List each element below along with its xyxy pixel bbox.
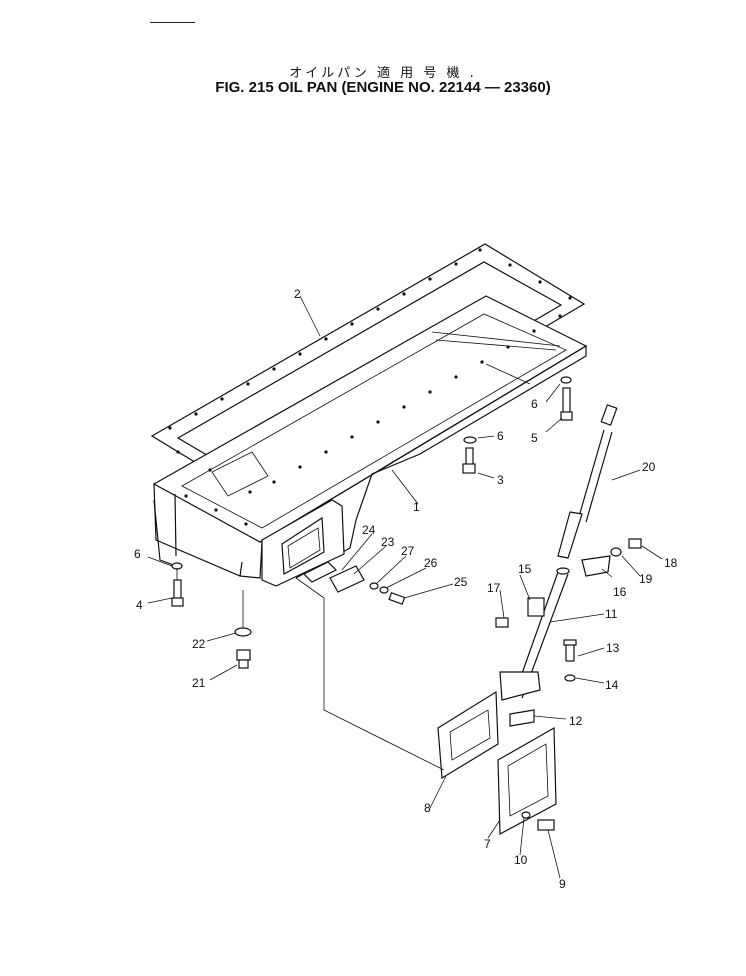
callout: 2 — [294, 287, 301, 301]
callout-leaders — [147, 295, 663, 879]
guide-tube-11 — [499, 567, 570, 701]
bolt-18 — [628, 538, 642, 549]
callout: 25 — [454, 575, 468, 589]
callout: 27 — [401, 544, 415, 558]
callout: 1 — [413, 500, 420, 514]
callout: 13 — [606, 641, 620, 655]
oil-pan-body — [152, 295, 588, 587]
bolt-17 — [495, 617, 509, 628]
callout: 4 — [136, 598, 143, 612]
assembly-leader — [295, 577, 445, 771]
gasket-bolt-holes — [168, 248, 572, 526]
callout: 23 — [381, 535, 395, 549]
callout: 8 — [424, 801, 431, 815]
leader-drain — [176, 568, 244, 628]
drain-plug-21 — [236, 649, 251, 669]
callout: 21 — [192, 676, 206, 690]
washer-10 — [521, 811, 531, 819]
cover-8 — [437, 690, 499, 780]
title-japanese: オイルパン 適 用 号 機 . — [289, 66, 477, 81]
callout: 10 — [514, 853, 528, 867]
washer-27 — [369, 582, 379, 590]
callout: 17 — [487, 581, 501, 595]
callout: 16 — [613, 585, 627, 599]
clamp-16 — [581, 555, 611, 577]
bolt-3 — [462, 447, 476, 474]
bolt-13 — [563, 639, 577, 662]
callout: 20 — [642, 460, 656, 474]
washer-26 — [379, 586, 389, 594]
bolt-25 — [388, 592, 406, 605]
callout: 19 — [639, 572, 653, 586]
callout: 22 — [192, 637, 206, 651]
callout: 18 — [664, 556, 678, 570]
callout: 12 — [569, 714, 583, 728]
dipstick-20 — [557, 404, 618, 559]
cover-24 — [302, 561, 338, 583]
callout: 7 — [484, 837, 491, 851]
cover-7 — [497, 726, 557, 835]
callout: 6 — [531, 397, 538, 411]
washer-6-upper — [463, 436, 477, 444]
callout: 5 — [531, 431, 538, 445]
callout: 15 — [518, 562, 532, 576]
bolt-4 — [171, 579, 184, 607]
callout: 6 — [497, 429, 504, 443]
top-rule — [150, 22, 195, 23]
figure-title: FIG. 215 OIL PAN (ENGINE NO. 22144 — 233… — [215, 79, 551, 96]
callout: 26 — [424, 556, 438, 570]
callout: 14 — [605, 678, 619, 692]
o-ring-22 — [234, 627, 252, 637]
callout: 11 — [605, 607, 618, 621]
nut-19 — [610, 547, 622, 557]
bolt-5 — [560, 376, 573, 421]
callout-labels: 1 2 3 4 5 6 6 6 7 8 9 10 11 12 13 14 15 … — [134, 287, 678, 891]
bolt-9 — [537, 819, 555, 831]
callout: 24 — [362, 523, 376, 537]
gasket-12 — [509, 709, 535, 727]
callout: 3 — [497, 473, 504, 487]
callout: 6 — [134, 547, 141, 561]
washer-14 — [564, 674, 576, 682]
callout: 9 — [559, 877, 566, 891]
